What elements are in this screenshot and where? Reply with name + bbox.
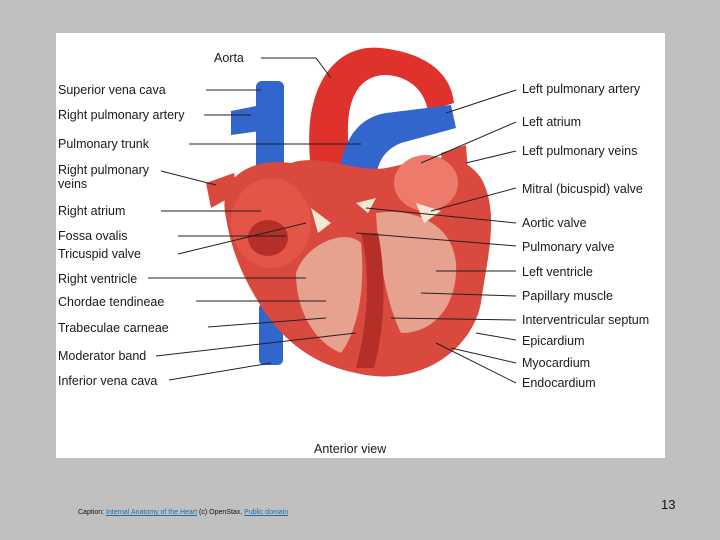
label-left-pulmonary-artery: Left pulmonary artery [522, 82, 641, 96]
heart-illustration [148, 47, 517, 384]
label-papillary-muscle: Papillary muscle [522, 289, 614, 303]
label-inferior-vena-cava: Inferior vena cava [58, 374, 158, 388]
label-pulmonary-valve: Pulmonary valve [522, 240, 615, 254]
label-right-ventricle: Right ventricle [58, 272, 138, 286]
label-chordae-tendineae: Chordae tendineae [58, 295, 165, 309]
superior-vena-cava-shape [256, 81, 284, 181]
label-right-atrium: Right atrium [58, 204, 126, 218]
caption-link-source[interactable]: Internal Anatomy of the Heart [106, 509, 198, 516]
label-epicardium: Epicardium [522, 334, 585, 348]
aorta-shape [309, 47, 454, 168]
label-interventricular-septum: Interventricular septum [522, 313, 650, 327]
caption-prefix: Caption: [78, 509, 107, 516]
label-aortic-valve: Aortic valve [522, 216, 587, 230]
caption-middle: (c) OpenStax, [197, 509, 245, 516]
label-aorta: Aorta [214, 51, 244, 65]
page-number: 13 [661, 497, 676, 512]
view-label: Anterior view [314, 442, 387, 456]
label-moderator-band: Moderator band [58, 349, 147, 363]
label-endocardium: Endocardium [522, 376, 596, 390]
label-superior-vena-cava: Superior vena cava [58, 83, 166, 97]
label-fossa-ovalis: Fossa ovalis [58, 229, 128, 243]
label-tricuspid-valve: Tricuspid valve [58, 247, 141, 261]
label-mitral-valve: Mitral (bicuspid) valve [522, 182, 643, 196]
left-leader-lines [148, 89, 361, 381]
caption-link-license[interactable]: Public domain [244, 509, 289, 516]
right-leader-lines [261, 57, 517, 384]
heart-diagram-figure: Superior vena cava Right pulmonary arter… [56, 33, 665, 458]
left-ventricle-cavity-shape [376, 211, 457, 333]
label-right-pulmonary-artery: Right pulmonary artery [58, 108, 185, 122]
label-right-pulmonary-line2: veins [58, 177, 88, 191]
right-ventricle-cavity-shape [296, 237, 363, 353]
label-right-pulmonary-line1: Right pulmonary [58, 163, 150, 177]
label-trabeculae-carneae: Trabeculae carneae [58, 321, 169, 335]
label-left-pulmonary-veins: Left pulmonary veins [522, 144, 638, 158]
tricuspid-valve-shape [311, 208, 331, 233]
fossa-ovalis-shape [248, 220, 288, 256]
label-myocardium: Myocardium [522, 356, 591, 370]
label-left-atrium: Left atrium [522, 115, 582, 129]
caption: Caption: Internal Anatomy of the Heart (… [78, 509, 288, 516]
right-pulmonary-artery-shape [231, 105, 261, 135]
left-atrium-shape [394, 155, 458, 211]
mitral-valve-shape [416, 203, 441, 223]
interventricular-septum-shape [356, 233, 384, 368]
aortic-valve-shape [356, 198, 376, 213]
label-pulmonary-trunk: Pulmonary trunk [58, 137, 150, 151]
label-left-ventricle: Left ventricle [522, 265, 593, 279]
right-pulmonary-veins-shape [206, 173, 238, 208]
